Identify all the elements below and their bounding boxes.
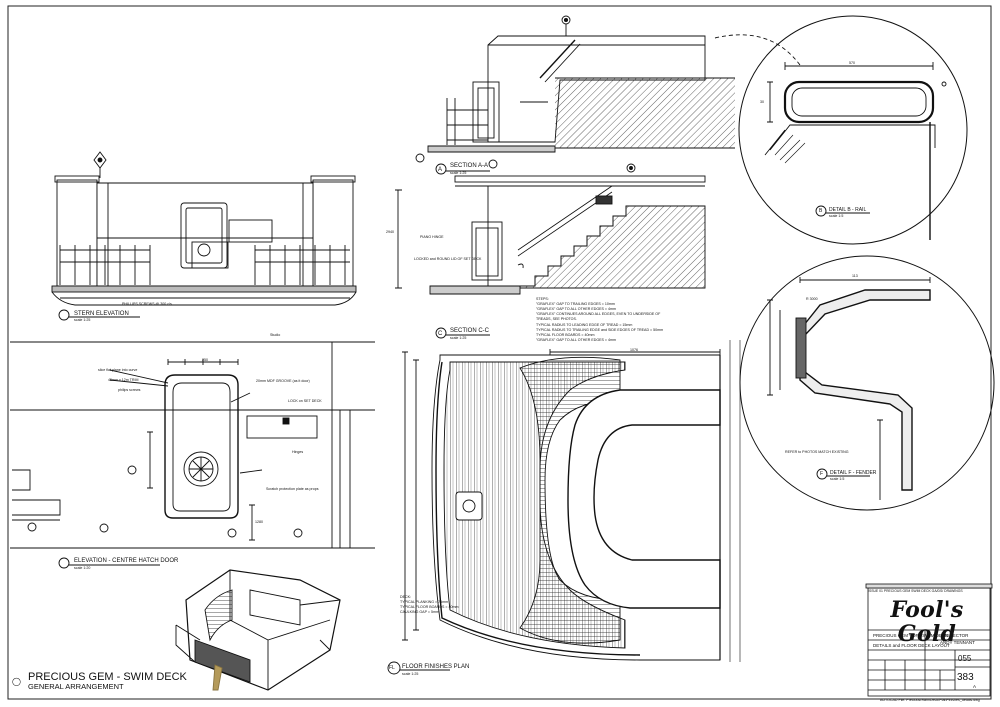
sheet-subtitle: GENERAL ARRANGEMENT	[28, 682, 124, 691]
detail-f-label: DETAIL F - FENDER	[830, 470, 877, 476]
floor-plan-view	[387, 340, 741, 675]
hatch-elevation-view	[10, 341, 375, 569]
section-note: PIANO HINGE	[420, 235, 444, 239]
section-a-scale: scale 1:25	[450, 171, 467, 175]
steps-note-line: "GRAFLEX" GAP TO TRAILING EDGES = 10mm	[536, 302, 615, 306]
section-c-label: SECTION C-C	[450, 328, 489, 334]
steps-note-line: "GRAFLEX" CONTINUES AROUND ALL EDGES, EV…	[536, 312, 661, 316]
stern-note: PHILLIPS SCREWS @ 300 c/s	[122, 302, 172, 306]
steps-note-line: "GRAFLEX" GAP TO ALL OTHER EDGES = 4mm	[536, 338, 617, 342]
detail-f-marker: F	[820, 471, 824, 477]
elevation-label: ELEVATION - CENTRE HATCH DOOR	[74, 558, 179, 564]
hatch-note: Hinges	[292, 450, 304, 454]
brand-logo: Fool's Gold	[890, 597, 964, 647]
title-block	[865, 583, 993, 697]
revision: A	[973, 684, 977, 689]
deck-note-line: CAULKING GAP = 5mm	[400, 610, 439, 614]
drawing-name: DETAILS and FLOOR DECK LAYOUT	[873, 643, 950, 648]
deck-note-line: TYPICAL PLANKING = 75mm	[400, 600, 449, 604]
page-number: 055	[958, 654, 972, 663]
hatch-note: LOCK on SET DECK	[288, 399, 322, 403]
deck-note-line: DECK:	[400, 595, 411, 599]
issue-line: ISSUE 01 PRECIOUS GEM SWIM DECK GA/DS/ D…	[868, 589, 963, 593]
detail-f-scale: scale 1:5	[830, 477, 845, 481]
hatch-note: slice flat plane into curve	[98, 368, 138, 372]
dim-113: 113	[852, 274, 858, 278]
director-label: DIRECTOR	[945, 633, 969, 638]
steps-note-line: STEPS:	[536, 297, 549, 301]
elevation-scale: scale 1:20	[74, 566, 91, 570]
floor-plan-marker: FL	[389, 665, 395, 671]
sheet-title-marker: ◯	[12, 677, 21, 686]
sheet-border	[7, 5, 992, 700]
isometric-view	[175, 569, 341, 691]
steps-note-line: TYPICAL RADIUS TO TRAILING EDGE and SIDE…	[536, 328, 664, 332]
hatch-note: philips screws	[118, 388, 141, 392]
floor-plan-scale: scale 1:25	[402, 672, 419, 676]
dim-570: 570	[849, 61, 855, 65]
sheet-title: PRECIOUS GEM - SWIM DECK	[28, 671, 187, 683]
deck-note-line: TYPICAL FLOOR BOARDS = 40mm	[400, 605, 459, 609]
floor-plan-label: FLOOR FINISHES PLAN	[402, 664, 470, 670]
director-name: ANDY TENNANT	[940, 640, 975, 645]
dim-250: 250	[202, 358, 208, 362]
dim-1280: 1280	[255, 520, 263, 524]
section-c-scale: scale 1:25	[450, 336, 467, 340]
steps-note-line: "GRAFLEX" GAP TO ALL OTHER EDGES = 4mm	[536, 307, 617, 311]
stern-scale: scale 1:25	[74, 318, 91, 322]
section-aa-view	[415, 15, 801, 175]
section-note: LOCKED and ROUND LID OF SET DECK	[414, 257, 482, 261]
detail-b-marker: B	[819, 208, 823, 214]
section-a-label: SECTION A-A	[450, 163, 489, 169]
stern-elevation-view	[51, 151, 357, 321]
dim-2940: 2940	[386, 230, 394, 234]
detail-f-view	[739, 255, 995, 511]
file-footer: AUTOCAD File: Precious/SwimDeck/PlanFini…	[880, 698, 980, 702]
fender-note: REFER to PHOTOS MATCH EXISTING	[785, 450, 849, 454]
steps-note-line: TYPICAL RADIUS TO LEADING EDGE OF TREAD …	[536, 323, 633, 327]
section-cc-view	[395, 159, 706, 339]
project-name: PRECIOUS GEM - OFF SWIM DECK	[873, 633, 949, 638]
steps-note-line: TYPICAL FLOOR BOARDS = 40mm	[536, 333, 595, 337]
detail-b-label: DETAIL B - RAIL	[829, 207, 867, 213]
detail-b-view	[738, 15, 968, 245]
dim-1076: 1076	[630, 348, 638, 352]
detail-b-scale: scale 1:5	[829, 214, 844, 218]
hatch-note: 45mm x 12m TRIM	[108, 378, 139, 382]
hatch-note: 20mm MDF GROOVE (as it door)	[256, 379, 310, 383]
dim-30: 30	[760, 100, 764, 104]
sheet-number: 383	[957, 672, 974, 683]
section-c-marker: C	[438, 331, 443, 337]
hatch-note: Scratch protection plate as props	[266, 487, 319, 491]
section-a-marker: A	[438, 167, 443, 173]
steps-note-line: TREADS, SEE PHOTOS.	[536, 317, 577, 321]
top-tag: Studio	[270, 333, 281, 337]
stern-label: STERN ELEVATION	[74, 311, 129, 317]
fender-radius: R 3000	[806, 297, 818, 301]
